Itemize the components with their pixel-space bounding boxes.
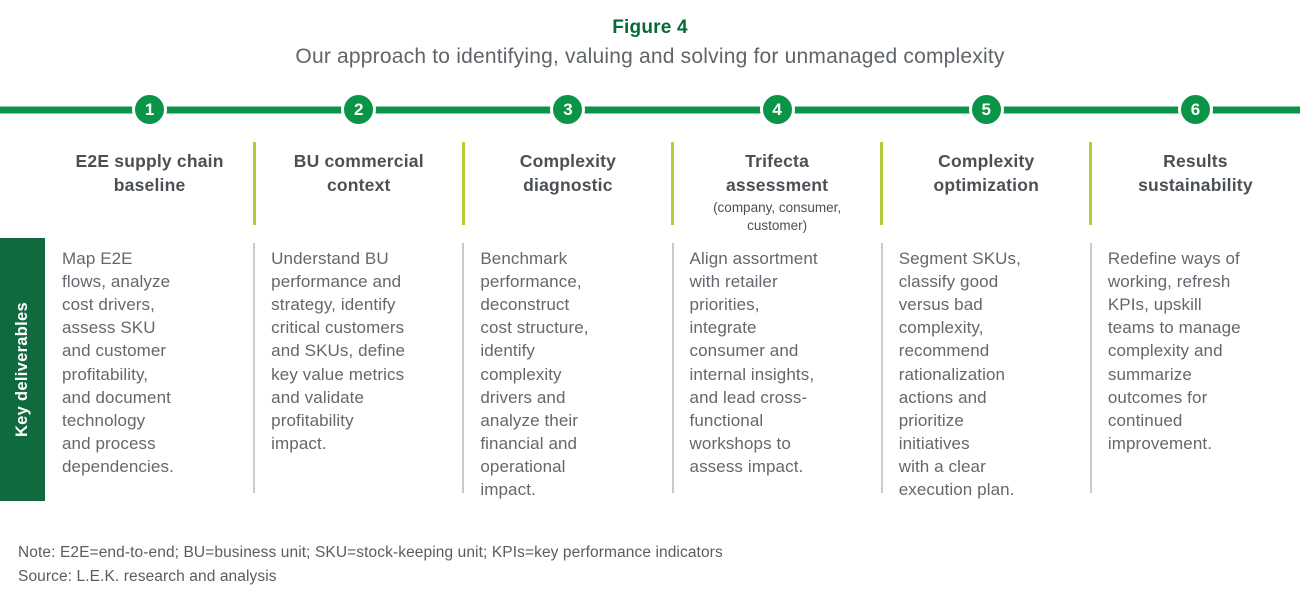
- header-divider-4: [880, 142, 884, 225]
- note-text: Note: E2E=end-to-end; BU=business unit; …: [18, 544, 723, 562]
- timeline-cell-3: 3: [463, 91, 672, 128]
- deliverable-text-3: Benchmark performance, deconstruct cost …: [480, 249, 589, 500]
- step-number-badge-5: 5: [968, 92, 1004, 127]
- timeline-cell-1: 1: [45, 91, 254, 128]
- step-title-6: Results sustainability: [1138, 151, 1253, 195]
- step-title-2: BU commercial context: [293, 151, 424, 195]
- step-number-badge-6: 6: [1177, 92, 1213, 127]
- deliverable-cell-1: Map E2E flows, analyze cost drivers, ass…: [45, 238, 256, 501]
- step-number-badge-1: 1: [132, 92, 168, 127]
- deliverable-cell-6: Redefine ways of working, refresh KPIs, …: [1091, 238, 1300, 501]
- body-divider-2: [462, 243, 465, 494]
- step-header-3: Complexity diagnostic: [463, 128, 675, 238]
- process-timeline: 1 2 3 4 5 6: [0, 91, 1300, 128]
- step-title-5: Complexity optimization: [933, 151, 1039, 195]
- timeline-circles-row: 1 2 3 4 5 6: [45, 91, 1300, 128]
- body-divider-5: [1089, 243, 1092, 494]
- deliverable-text-4: Align assortment with retailer prioritie…: [689, 249, 818, 476]
- body-divider-1: [253, 243, 256, 494]
- figure-title: Our approach to identifying, valuing and…: [295, 45, 1005, 68]
- figure-label: Figure 4: [612, 17, 688, 38]
- step-number-badge-3: 3: [550, 92, 586, 127]
- timeline-cell-5: 5: [882, 91, 1091, 128]
- key-deliverables-sidebar: Key deliverables: [0, 238, 45, 502]
- figure-footer: Note: E2E=end-to-end; BU=business unit; …: [0, 541, 1300, 589]
- timeline-line: [0, 106, 1300, 113]
- deliverable-cell-3: Benchmark performance, deconstruct cost …: [463, 238, 674, 501]
- timeline-cell-2: 2: [254, 91, 463, 128]
- step-number-badge-4: 4: [759, 92, 795, 127]
- key-deliverables-label: Key deliverables: [13, 302, 31, 438]
- header-divider-1: [252, 142, 256, 225]
- deliverable-cell-5: Segment SKUs, classify good versus bad c…: [882, 238, 1092, 501]
- step-title-1: E2E supply chain baseline: [75, 151, 224, 195]
- deliverable-text-6: Redefine ways of working, refresh KPIs, …: [1107, 249, 1241, 453]
- timeline-cell-6: 6: [1091, 91, 1300, 128]
- deliverable-cell-4: Align assortment with retailer prioritie…: [673, 238, 883, 501]
- deliverable-cell-2: Understand BU performance and strategy, …: [254, 238, 465, 501]
- step-title-4: Trifecta assessment: [725, 151, 829, 195]
- deliverables-row: Key deliverables Map E2E flows, analyze …: [0, 238, 1300, 502]
- step-header-5: Complexity optimization: [882, 128, 1093, 238]
- step-headers-row: E2E supply chain baseline BU commercial …: [45, 128, 1300, 238]
- timeline-cell-4: 4: [673, 91, 882, 128]
- step-subtitle-4: (company, consumer, customer): [713, 200, 842, 233]
- step-header-1: E2E supply chain baseline: [45, 128, 256, 238]
- header-divider-3: [671, 142, 675, 225]
- step-header-4: Trifecta assessment (company, consumer, …: [673, 128, 884, 238]
- header-divider-5: [1089, 142, 1093, 225]
- header-divider-2: [461, 142, 465, 225]
- body-divider-4: [880, 243, 883, 494]
- step-number-badge-2: 2: [341, 92, 377, 127]
- source-text: Source: L.E.K. research and analysis: [18, 568, 277, 586]
- body-divider-3: [671, 243, 674, 494]
- deliverable-text-2: Understand BU performance and strategy, …: [271, 249, 406, 453]
- step-header-2: BU commercial context: [254, 128, 465, 238]
- deliverable-text-1: Map E2E flows, analyze cost drivers, ass…: [62, 249, 174, 476]
- deliverable-text-5: Segment SKUs, classify good versus bad c…: [898, 249, 1021, 500]
- step-header-6: Results sustainability: [1091, 128, 1300, 238]
- step-title-3: Complexity diagnostic: [519, 151, 617, 195]
